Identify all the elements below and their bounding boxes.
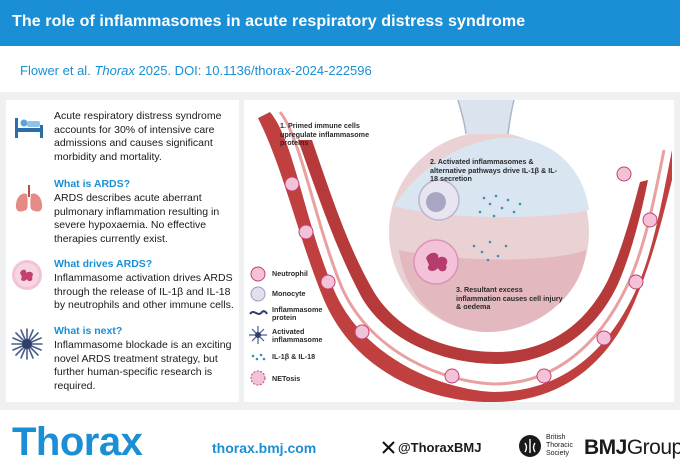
- summary-box: Acute respiratory distress syndrome acco…: [6, 100, 239, 402]
- capillary-wall-highlight: [278, 111, 666, 386]
- neutrophil-icon: [12, 260, 42, 290]
- bmj-group-logo: BMJGroup: [584, 436, 680, 460]
- diagram-label-2: 2. Activated inflammasomes & alternative…: [430, 157, 558, 184]
- legend-inflammasome-protein-icon: [249, 310, 268, 315]
- bts-name: British Thoracic Society: [546, 434, 573, 458]
- intro-text: Acute respiratory distress syndrome acco…: [54, 110, 222, 163]
- section-heading-what-drives-ards: What drives ARDS?: [54, 258, 153, 270]
- airway: [458, 100, 514, 134]
- capillary-vessel-inner: [298, 140, 648, 364]
- diagram-label-3: 3. Resultant excess inflammation causes …: [456, 285, 563, 312]
- vessel-neutrophils: [284, 166, 658, 384]
- what-is-next-text: Inflammasome blockade is an exciting nov…: [54, 339, 232, 392]
- lungs-icon: [15, 185, 43, 212]
- x-logo-icon: [382, 441, 395, 454]
- thorax-logo: Thorax: [12, 420, 143, 464]
- footer: [0, 418, 680, 469]
- section-heading-what-is-next: What is next?: [54, 325, 123, 337]
- header-bar: The role of inflammasomes in acute respi…: [0, 0, 680, 46]
- hospital-bed-icon: [15, 118, 43, 138]
- what-drives-ards-text: Inflammasome activation drives ARDS thro…: [54, 272, 234, 312]
- legend-neutrophil: Neutrophil: [272, 269, 308, 278]
- bts-line-2: Thoracic: [546, 442, 573, 449]
- citation-doi: 2025. DOI: 10.1136/thorax-2024-222596: [138, 63, 372, 78]
- legend-monocyte-icon: [250, 286, 266, 302]
- x-handle-link[interactable]: @ThoraxBMJ: [398, 440, 482, 455]
- activated-inflammasome-icon: [11, 328, 43, 360]
- legend-netosis: NETosis: [272, 374, 301, 383]
- citation-journal: Thorax: [94, 63, 135, 78]
- bts-line-1: British: [546, 434, 566, 441]
- bmj-logo-group: Group: [626, 436, 680, 459]
- legend-activated-inflammasome: Activated inflammasome: [272, 327, 323, 345]
- legend-monocyte: Monocyte: [272, 289, 306, 298]
- citation-authors: Flower et al.: [20, 63, 91, 78]
- diagram-box: 1. Primed immune cells upregulate inflam…: [244, 100, 674, 402]
- cytokine-cloud: [472, 194, 522, 262]
- bts-line-3: Society: [546, 450, 569, 457]
- journal-url-link[interactable]: thorax.bmj.com: [212, 440, 317, 456]
- legend-inflammasome-protein: Inflammasome protein: [272, 305, 323, 323]
- legend-cytokines: IL-1β & IL-18: [272, 352, 316, 361]
- section-heading-what-is-ards: What is ARDS?: [54, 178, 131, 190]
- legend-cytokine-icon: [251, 353, 266, 361]
- legend-neutrophil-icon: [250, 266, 266, 282]
- legend-netosis-icon: [250, 370, 266, 386]
- citation: Flower et al. Thorax 2025. DOI: 10.1136/…: [20, 63, 372, 78]
- legend-icons: [249, 266, 268, 386]
- diagram-label-1: 1. Primed immune cells upregulate inflam…: [280, 121, 370, 148]
- bmj-logo-bold: BMJ: [584, 436, 627, 459]
- page-title: The role of inflammasomes in acute respi…: [12, 13, 526, 30]
- alveolus-diagram: [249, 100, 672, 402]
- british-thoracic-society-logo-icon: [519, 435, 541, 457]
- what-is-ards-text: ARDS describes acute aberrant pulmonary …: [54, 192, 220, 245]
